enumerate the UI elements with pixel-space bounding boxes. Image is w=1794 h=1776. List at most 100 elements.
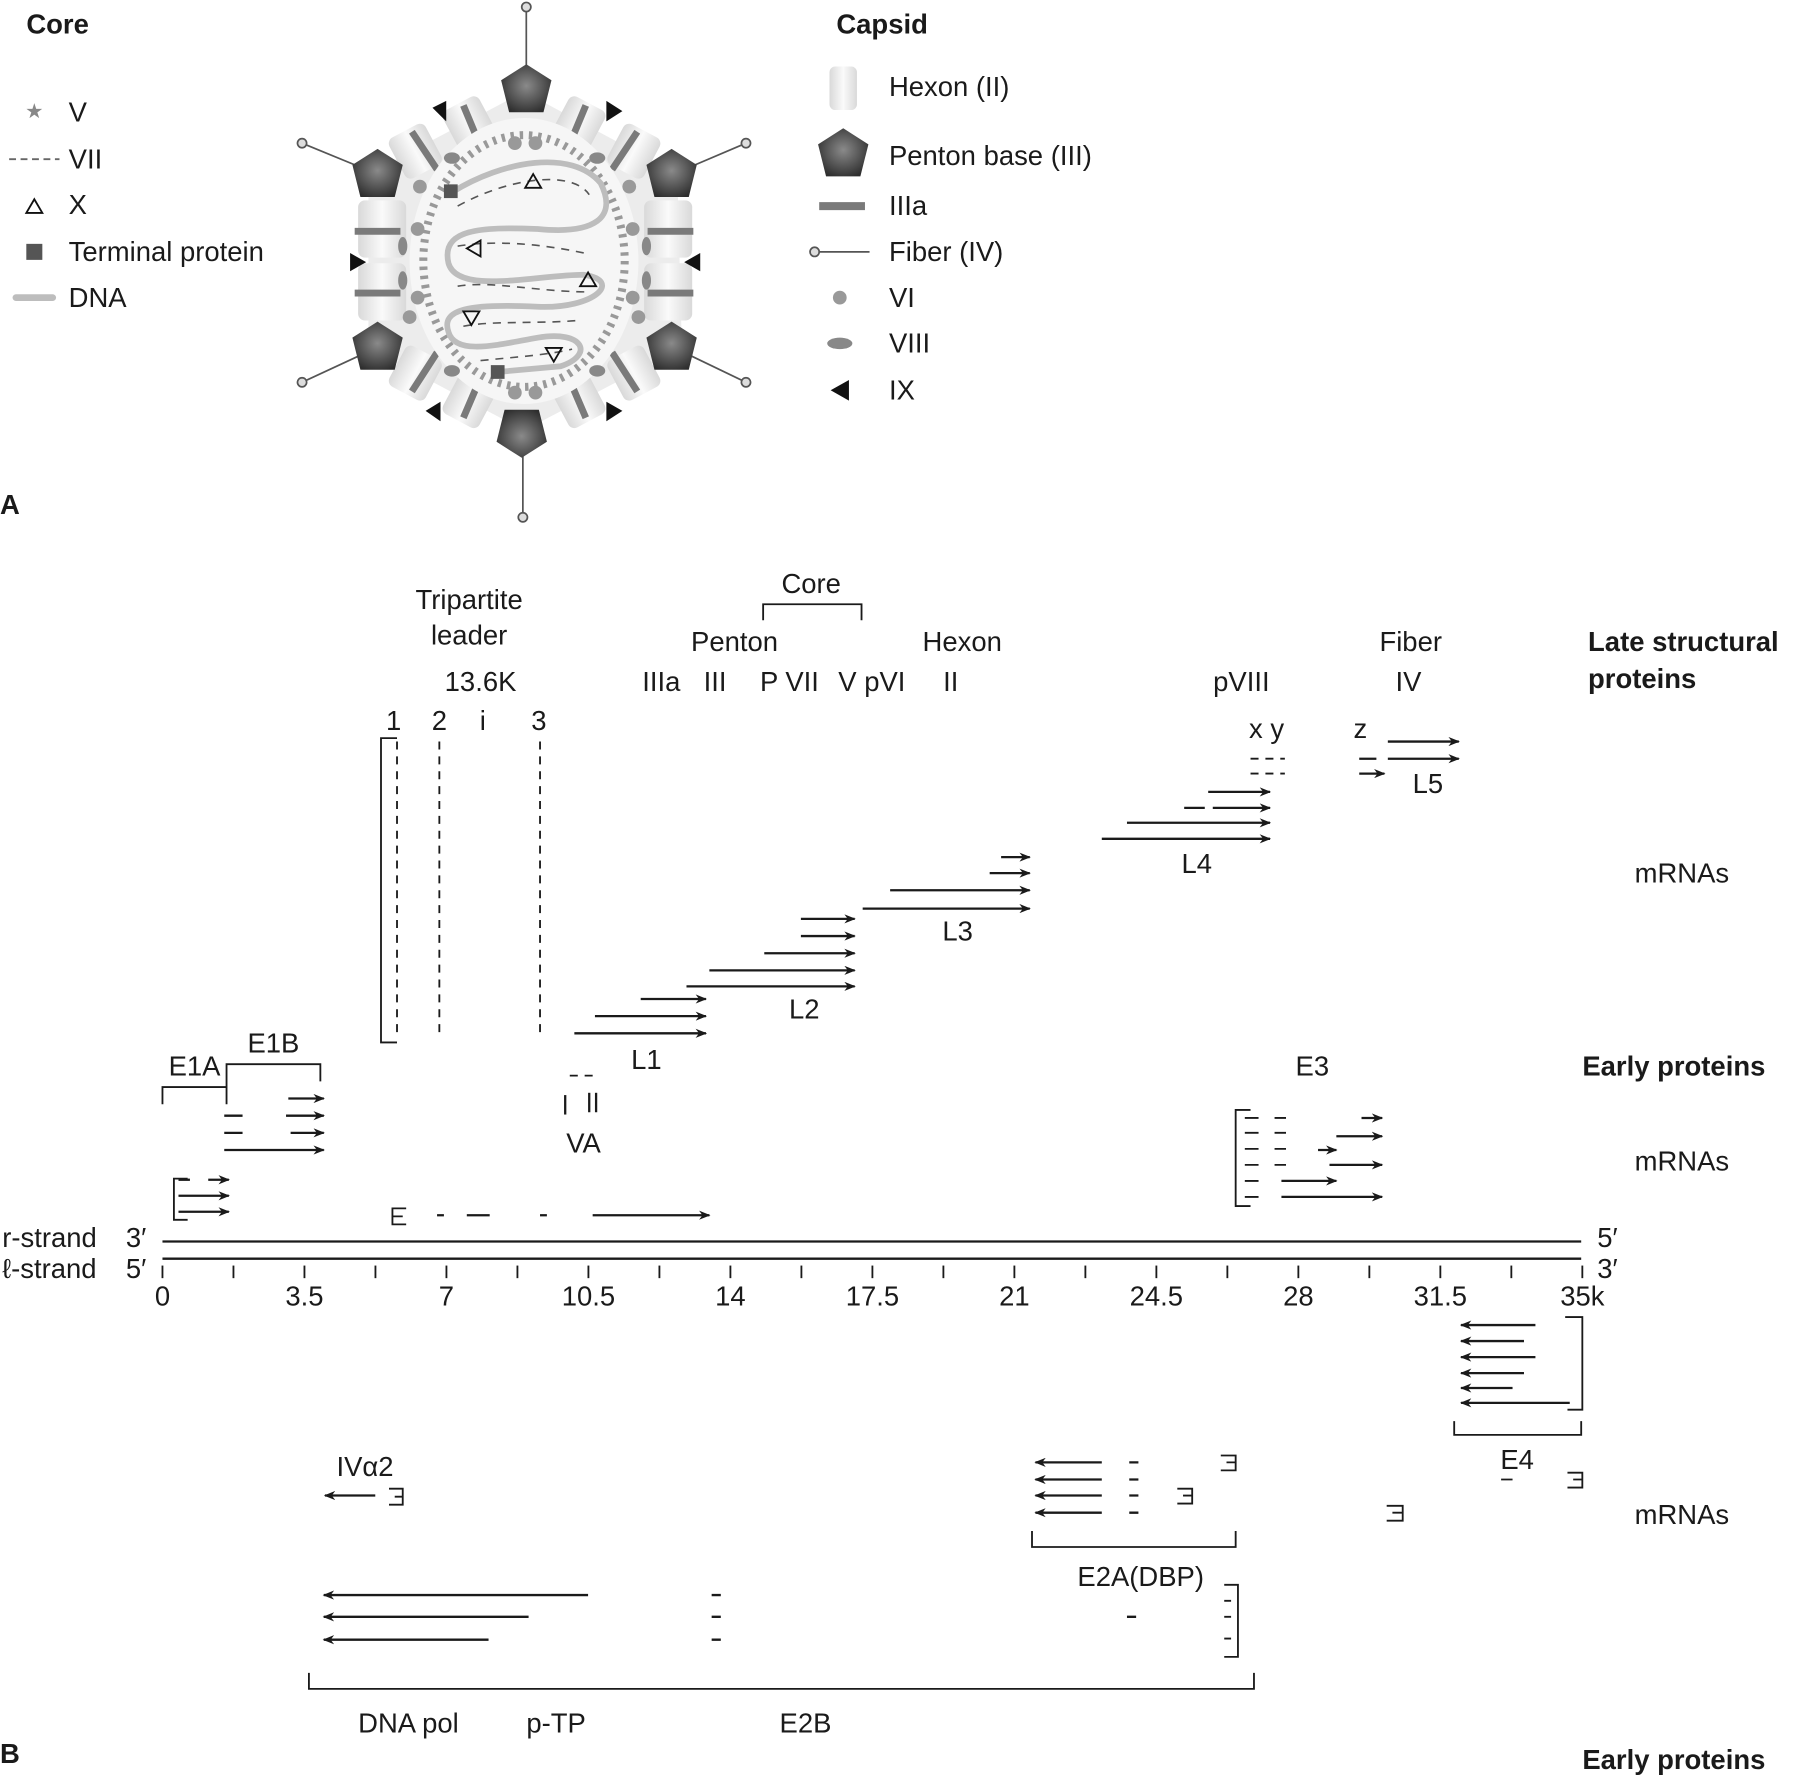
tick-label: 14 [715,1281,746,1312]
hexon-label: Hexon [923,626,1002,657]
l3-label: L3 [942,916,973,947]
tick-label: 28 [1283,1281,1314,1312]
mrnas-label-late: mRNAs [1635,857,1730,888]
ptp-label: p-TP [526,1707,585,1738]
e3-label: E3 [1296,1051,1330,1082]
capsid-legend: Capsid Hexon (II) Penton base (III) IIIa… [809,8,1092,405]
late-heading: Late structural [1588,626,1779,657]
l2-label: L2 [789,993,820,1024]
e2a-mrnas [1031,1454,1237,1548]
e1a-label: E1A [169,1051,222,1082]
capsid-heading: Capsid [836,8,927,39]
protein-pvii: P VII [760,666,819,697]
l4-label: L4 [1181,848,1212,879]
r-strand-5prime: 5′ [1597,1222,1617,1253]
tick-label: 24.5 [1130,1281,1183,1312]
axis-tick-labels: 0 3.5 7 10.5 14 17.5 21 24.5 28 31.5 35k [155,1281,1605,1312]
k136-label: 13.6K [445,666,517,697]
tick-label: 0 [155,1281,170,1312]
legend-x: X [69,189,87,220]
tick-label: 17.5 [846,1281,899,1312]
va-label: VA [566,1127,601,1158]
iiia-bars [354,104,694,420]
protein-ii: II [943,666,958,697]
e2b-mrnas [308,1583,1255,1690]
legend-penton-base: Penton base (III) [889,140,1092,171]
tick-label: 10.5 [562,1281,615,1312]
tick-label: 21 [999,1281,1030,1312]
l-strand-5prime: 5′ [126,1253,146,1284]
x-proteins [461,172,598,364]
mrnas-label-bottom: mRNAs [1635,1499,1730,1530]
l-strand-3prime: 3′ [1597,1253,1617,1284]
e2a-label: E2A(DBP) [1077,1561,1204,1592]
virion-illustration [296,1,752,523]
core-heading: Core [26,8,89,39]
tick-label: 35k [1560,1281,1605,1312]
penton-icon [818,128,869,177]
legend-terminal-protein: Terminal protein [69,236,264,267]
legend-vii: VII [69,143,103,174]
fiber-knob-icon [809,246,821,258]
penton-label: Penton [691,626,778,657]
vi-icon [832,290,847,305]
legend-iiia: IIIa [889,190,928,221]
legend-vi: VI [889,282,915,313]
leader-seg-i: i [480,705,486,736]
genome-map: Tripartite leader 13.6K 1 2 i 3 Core Pen… [2,568,1778,1775]
iva2-label: IVα2 [336,1451,393,1482]
dna-strand [444,159,609,375]
square-icon [26,243,43,260]
protein-pviii: pVIII [1213,666,1269,697]
protein-v-pvi: V pVI [838,666,905,697]
core-legend: Core ★ V VII X Terminal protein DNA [9,8,264,313]
fiber-label: Fiber [1379,626,1442,657]
late-heading-2: proteins [1588,663,1696,694]
viii-proteins [398,152,652,377]
legend-dna: DNA [69,282,128,313]
ix-triangles [350,100,701,422]
panel-a-label: A [0,489,20,520]
z-label: z [1354,713,1368,744]
l5-label: L5 [1413,768,1444,799]
legend-fiber: Fiber (IV) [889,236,1003,267]
dna-pol-label: DNA pol [358,1707,459,1738]
tick-label: 3.5 [285,1281,323,1312]
e4-label: E4 [1500,1444,1534,1475]
leader-seg-2: 2 [432,705,447,736]
panel-b-label: B [0,1738,20,1769]
core-label: Core [781,568,840,599]
legend-viii: VIII [889,328,930,359]
mrnas-label-early: mRNAs [1635,1146,1730,1177]
e2b-label: E2B [780,1707,832,1738]
legend-hexon: Hexon (II) [889,71,1009,102]
legend-ix: IX [889,374,915,405]
terminal-protein [443,184,458,199]
early-heading: Early proteins [1582,1051,1765,1082]
protein-iiia: IIIa [642,666,681,697]
vi-proteins [402,136,646,400]
e4-mrnas [1386,1316,1584,1522]
legend-v: V [69,96,88,127]
r-strand-label: r-strand [2,1222,97,1253]
vii-dashes [457,178,590,362]
protein-iv: IV [1395,666,1422,697]
tripartite-label: Tripartite [415,584,522,615]
v-protein-shell [419,131,629,391]
protein-iii: III [704,666,727,697]
e1b-label: E1B [248,1028,300,1059]
star-icon: ★ [25,100,43,123]
late-mrnas [574,736,1460,1038]
leader-seg-3: 3 [531,705,546,736]
xy-label: x y [1249,713,1284,744]
axis-ticks [161,1265,1584,1279]
leader-seg-1: 1 [386,705,401,736]
l1-label: L1 [631,1044,662,1075]
core-region [409,117,639,405]
triangle-icon [24,197,44,214]
l-strand-label: ℓ-strand [2,1253,96,1284]
early-heading-bottom: Early proteins [1582,1744,1765,1775]
e3-mrnas [1234,1109,1384,1207]
